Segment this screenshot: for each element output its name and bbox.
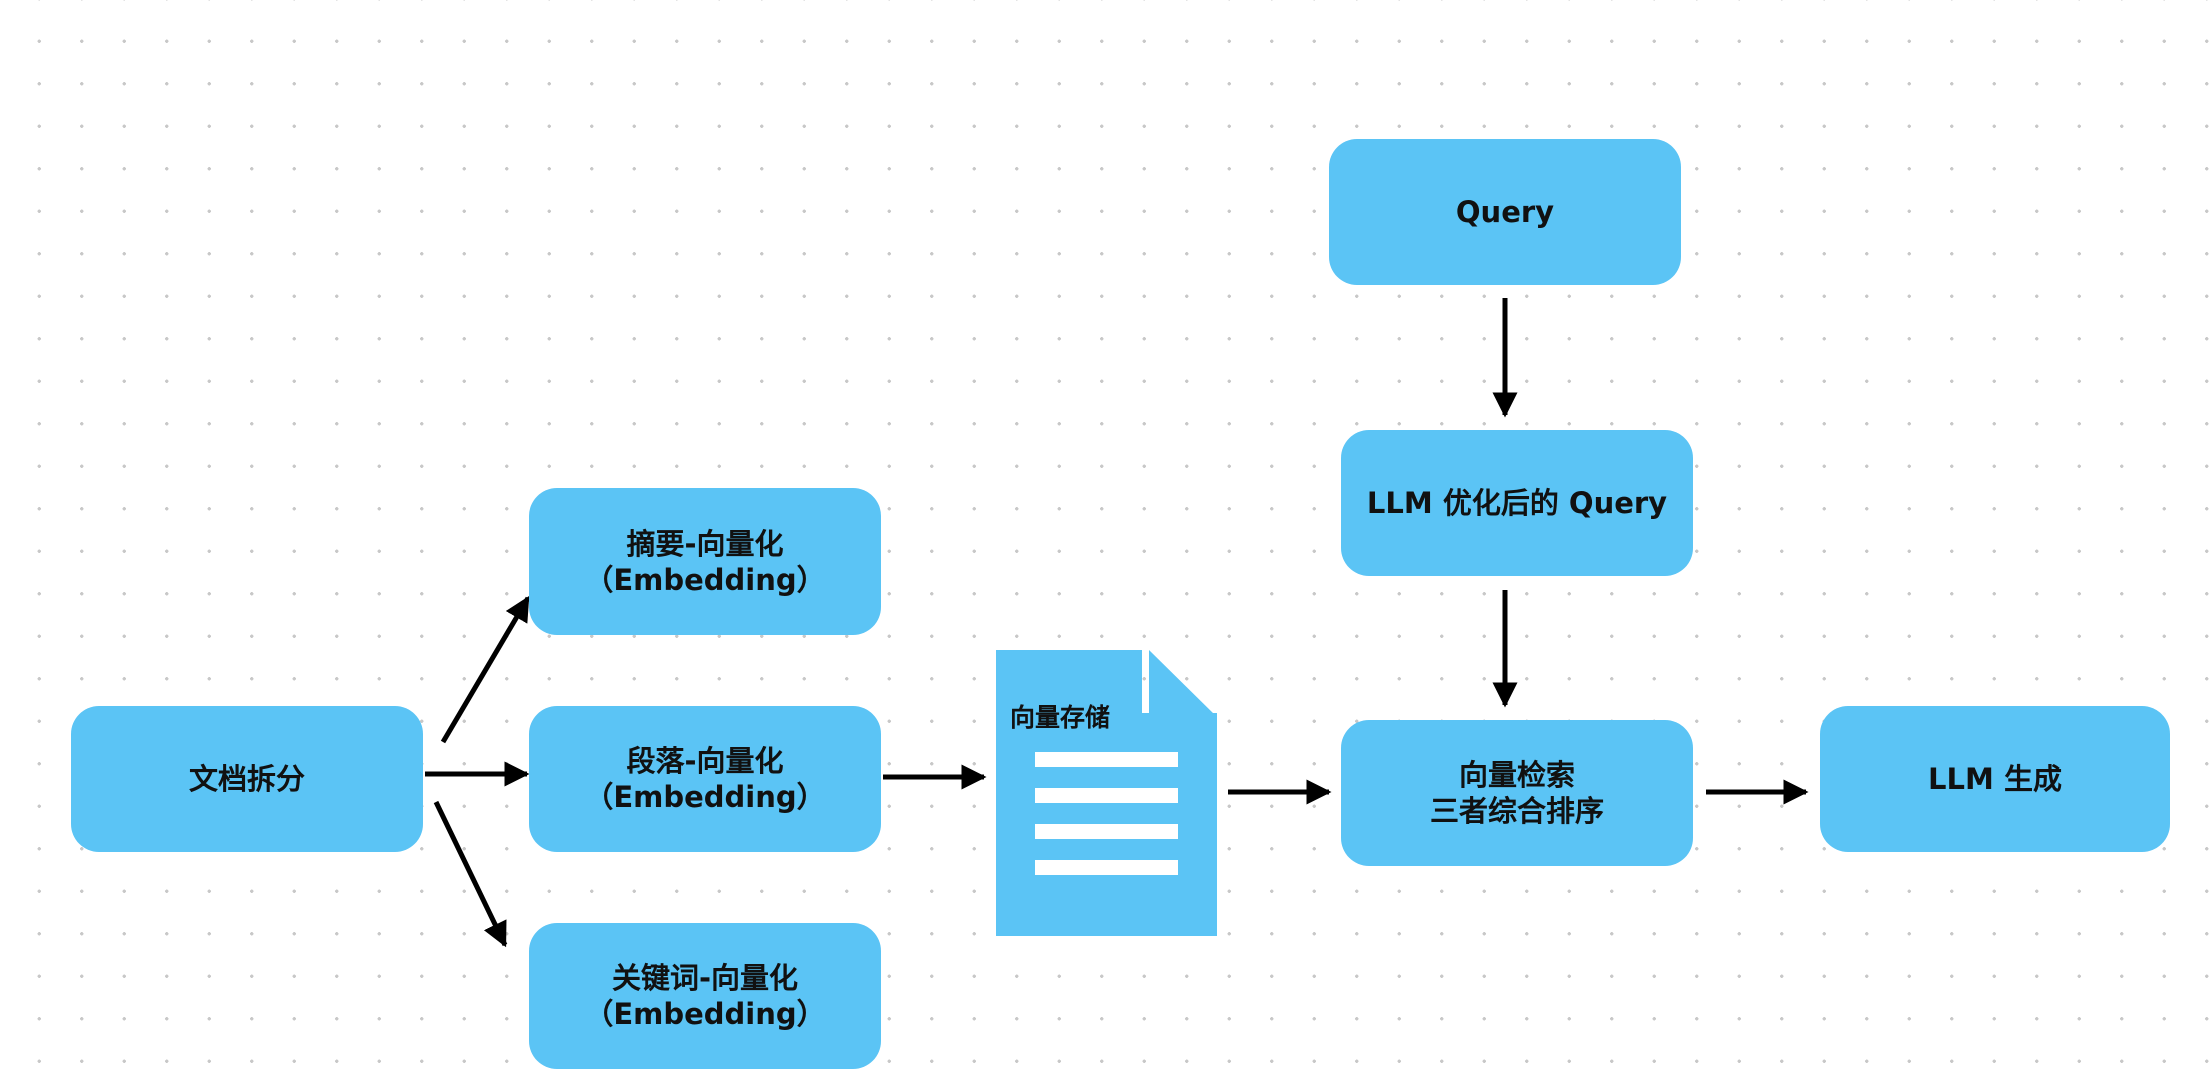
node-keyword-embedding[interactable]: 关键词-向量化 （Embedding） — [529, 923, 881, 1069]
node-keyword-embedding-title: 关键词-向量化 — [611, 961, 799, 995]
node-llm-generate[interactable]: LLM 生成 — [1820, 706, 2170, 852]
node-paragraph-embedding-title: 段落-向量化 — [626, 744, 784, 778]
node-query[interactable]: Query — [1329, 139, 1681, 285]
node-llm-optimized-query[interactable]: LLM 优化后的 Query — [1341, 430, 1693, 576]
node-document-split[interactable]: 文档拆分 — [71, 706, 423, 852]
node-paragraph-embedding-subtitle: （Embedding） — [584, 780, 826, 814]
node-query-label: Query — [1455, 195, 1555, 229]
node-keyword-embedding-subtitle: （Embedding） — [584, 997, 826, 1031]
node-llm-optimized-query-label: LLM 优化后的 Query — [1366, 486, 1668, 520]
node-vector-retrieval-title: 向量检索 — [1458, 758, 1575, 792]
node-summary-embedding[interactable]: 摘要-向量化 （Embedding） — [529, 488, 881, 635]
vector-storage-label: 向量存储 — [1010, 703, 1111, 732]
edge-split-to-summary — [440, 595, 531, 744]
node-vector-retrieval[interactable]: 向量检索 三者综合排序 — [1341, 720, 1693, 866]
edge-split-to-keyword — [433, 800, 508, 948]
node-llm-generate-label: LLM 生成 — [1928, 762, 2062, 796]
vector-storage-document-icon — [996, 650, 1217, 936]
node-summary-embedding-title: 摘要-向量化 — [626, 526, 784, 561]
node-vector-retrieval-subtitle: 三者综合排序 — [1429, 794, 1604, 828]
node-summary-embedding-subtitle: （Embedding） — [584, 562, 826, 597]
node-paragraph-embedding[interactable]: 段落-向量化 （Embedding） — [529, 706, 881, 852]
node-document-split-label: 文档拆分 — [188, 762, 305, 796]
